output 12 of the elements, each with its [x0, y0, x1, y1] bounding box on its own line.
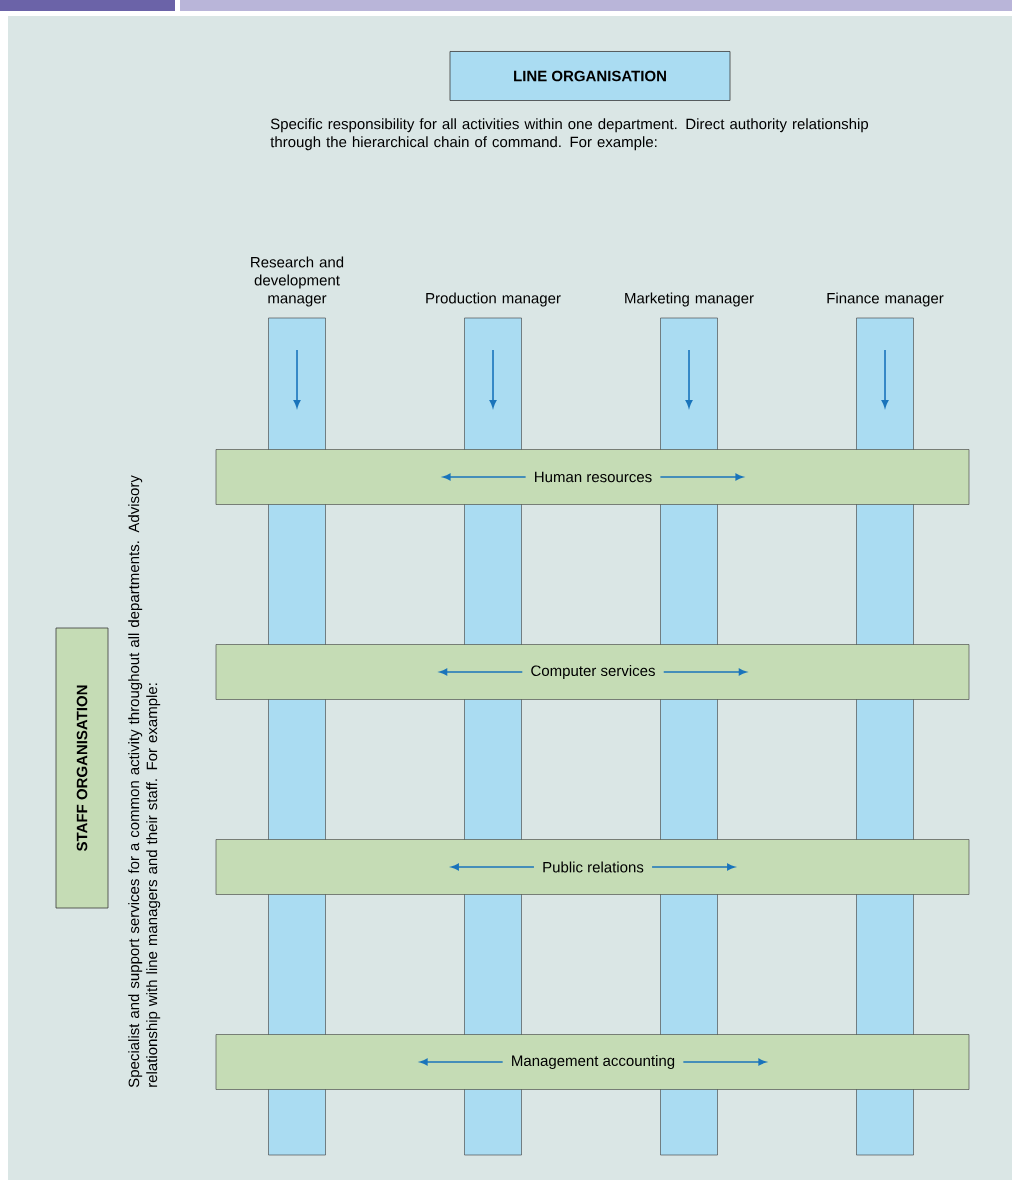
- band-label: Management accounting: [512, 1055, 675, 1069]
- title-box: LINE ORGANISATION: [449, 51, 731, 101]
- description-text: Specialist and support services for a common activity throughout all departments. Advisory relationship with line managers and their staff. For example:: [128, 475, 161, 1088]
- column-heading: Research and development manager: [251, 256, 344, 307]
- description-text: Specific responsibility for all activities within one department. Direct authority relationship through the hierarchical chain of command. For example:: [270, 118, 869, 151]
- band-label: Computer services: [531, 665, 655, 679]
- column-heading: Finance manager: [827, 292, 944, 307]
- column-heading: Production manager: [426, 292, 561, 307]
- band-label: Human resources: [535, 471, 652, 483]
- title-box: STAFF ORGANISATION: [55, 627, 109, 909]
- band-label: Public relations: [543, 861, 644, 873]
- column-heading: Marketing manager: [625, 292, 754, 307]
